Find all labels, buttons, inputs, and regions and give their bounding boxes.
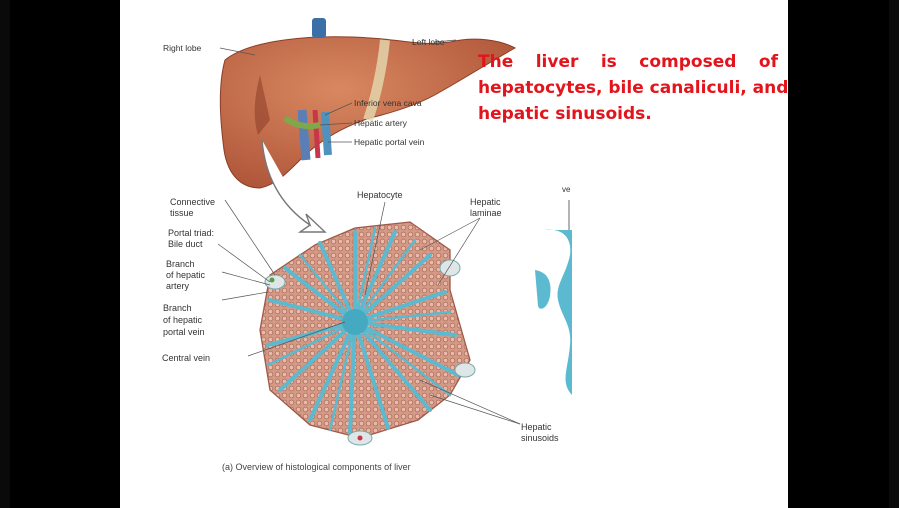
label-laminae-line2: laminae [470,208,502,218]
label-branch-portal-line2: of hepatic [163,315,203,325]
slide-headline: The liver is composed of hepatocytes, bi… [478,49,778,127]
headline-word: is [601,49,617,75]
label-hepatocyte: Hepatocyte [357,190,403,200]
label-left-lobe: Left lobe [412,37,445,47]
figure-caption: (a) Overview of histological components … [222,462,411,472]
hepatic-lobule [260,222,475,445]
headline-word: liver [536,49,579,75]
headline-word: composed [639,49,736,75]
headline-line3: hepatic sinusoids. [478,101,778,127]
headline-word: of [759,49,778,75]
label-hepatic-portal-vein: Hepatic portal vein [354,137,425,147]
ivc-top [312,18,326,38]
label-hepatic-artery: Hepatic artery [354,118,408,128]
label-connective-line2: tissue [170,208,194,218]
left-black-border [0,0,10,508]
partial-magnified-panel [535,200,572,395]
label-inferior-vena-cava: Inferior vena cava [354,98,422,108]
label-branch-portal-line1: Branch [163,303,192,313]
central-vein-circle [342,309,368,335]
right-black-border [889,0,899,508]
headline-word: The [478,49,513,75]
label-branch-portal-line3: portal vein [163,327,205,337]
label-central-vein: Central vein [162,353,210,363]
label-portal-triad: Portal triad: [168,228,214,238]
label-sinusoids-line1: Hepatic [521,422,552,432]
label-right-lobe: Right lobe [163,43,202,53]
headline-line1: The liver is composed of [478,49,778,75]
headline-line2: hepatocytes, bile canaliculi, and [478,75,778,101]
label-ve-fragment: ve [562,185,571,194]
label-branch-artery-line3: artery [166,281,190,291]
label-bile-duct: Bile duct [168,239,203,249]
label-laminae-line1: Hepatic [470,197,501,207]
label-connective-line1: Connective [170,197,215,207]
label-sinusoids-line2: sinusoids [521,433,559,443]
label-branch-artery-line1: Branch [166,259,195,269]
label-branch-artery-line2: of hepatic [166,270,206,280]
slide: Right lobe Left lobe Inferior vena cava … [120,0,788,508]
